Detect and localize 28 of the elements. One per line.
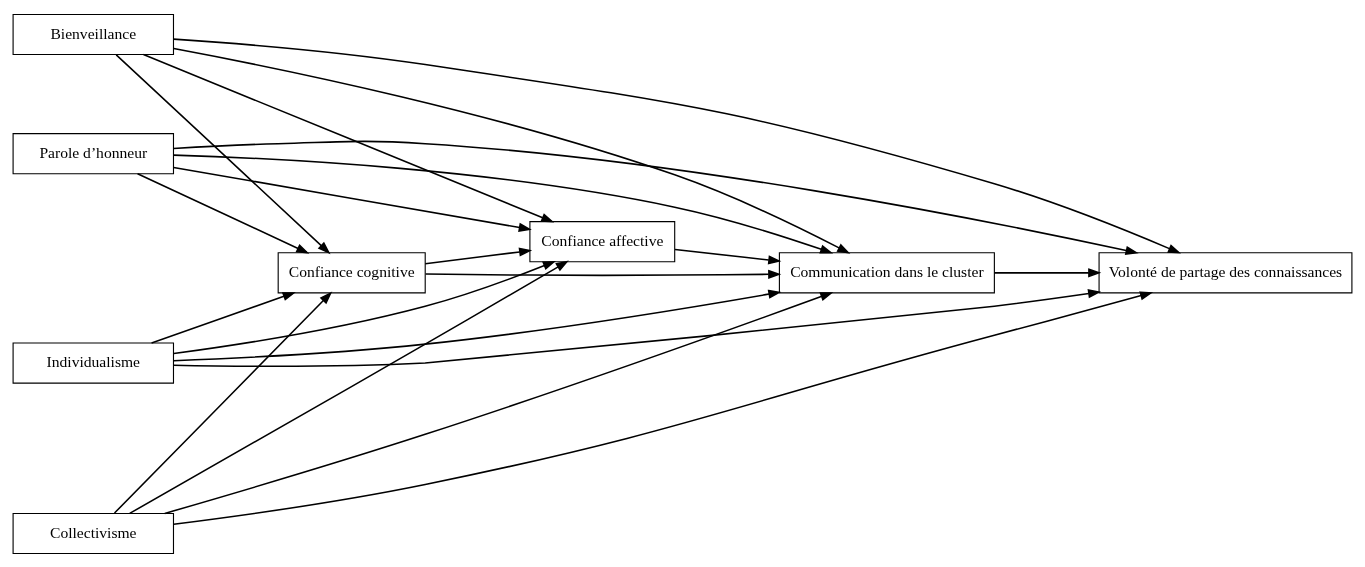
arrow [173,289,782,361]
node-box: Communication dans le cluster [778,251,995,293]
arrow [172,37,1182,254]
node-box: Parole d’honneur [12,132,175,174]
node-box: Confiance affective [529,220,676,262]
node-box: Bienveillance [12,13,175,55]
arrow [173,260,556,354]
arrow [115,53,331,254]
node-box: Confiance cognitive [277,251,426,293]
arrow [113,291,333,514]
node-box: Collectivisme [12,512,175,554]
arrow [674,248,782,264]
arrow [424,269,782,279]
arrow [163,291,834,514]
node-box: Volonté de partage des connaissances [1098,251,1353,293]
arrow [172,166,532,232]
arrow [172,290,1154,525]
arrow [172,47,851,254]
arrow [172,288,1102,367]
arrow [172,153,834,254]
node-box: Individualisme [12,341,175,384]
arrow [142,53,555,222]
arrow [993,267,1102,277]
arrow [136,172,310,254]
arrow [172,140,1139,255]
arrow [424,246,533,265]
arrow [150,291,296,344]
arrow [128,260,569,514]
